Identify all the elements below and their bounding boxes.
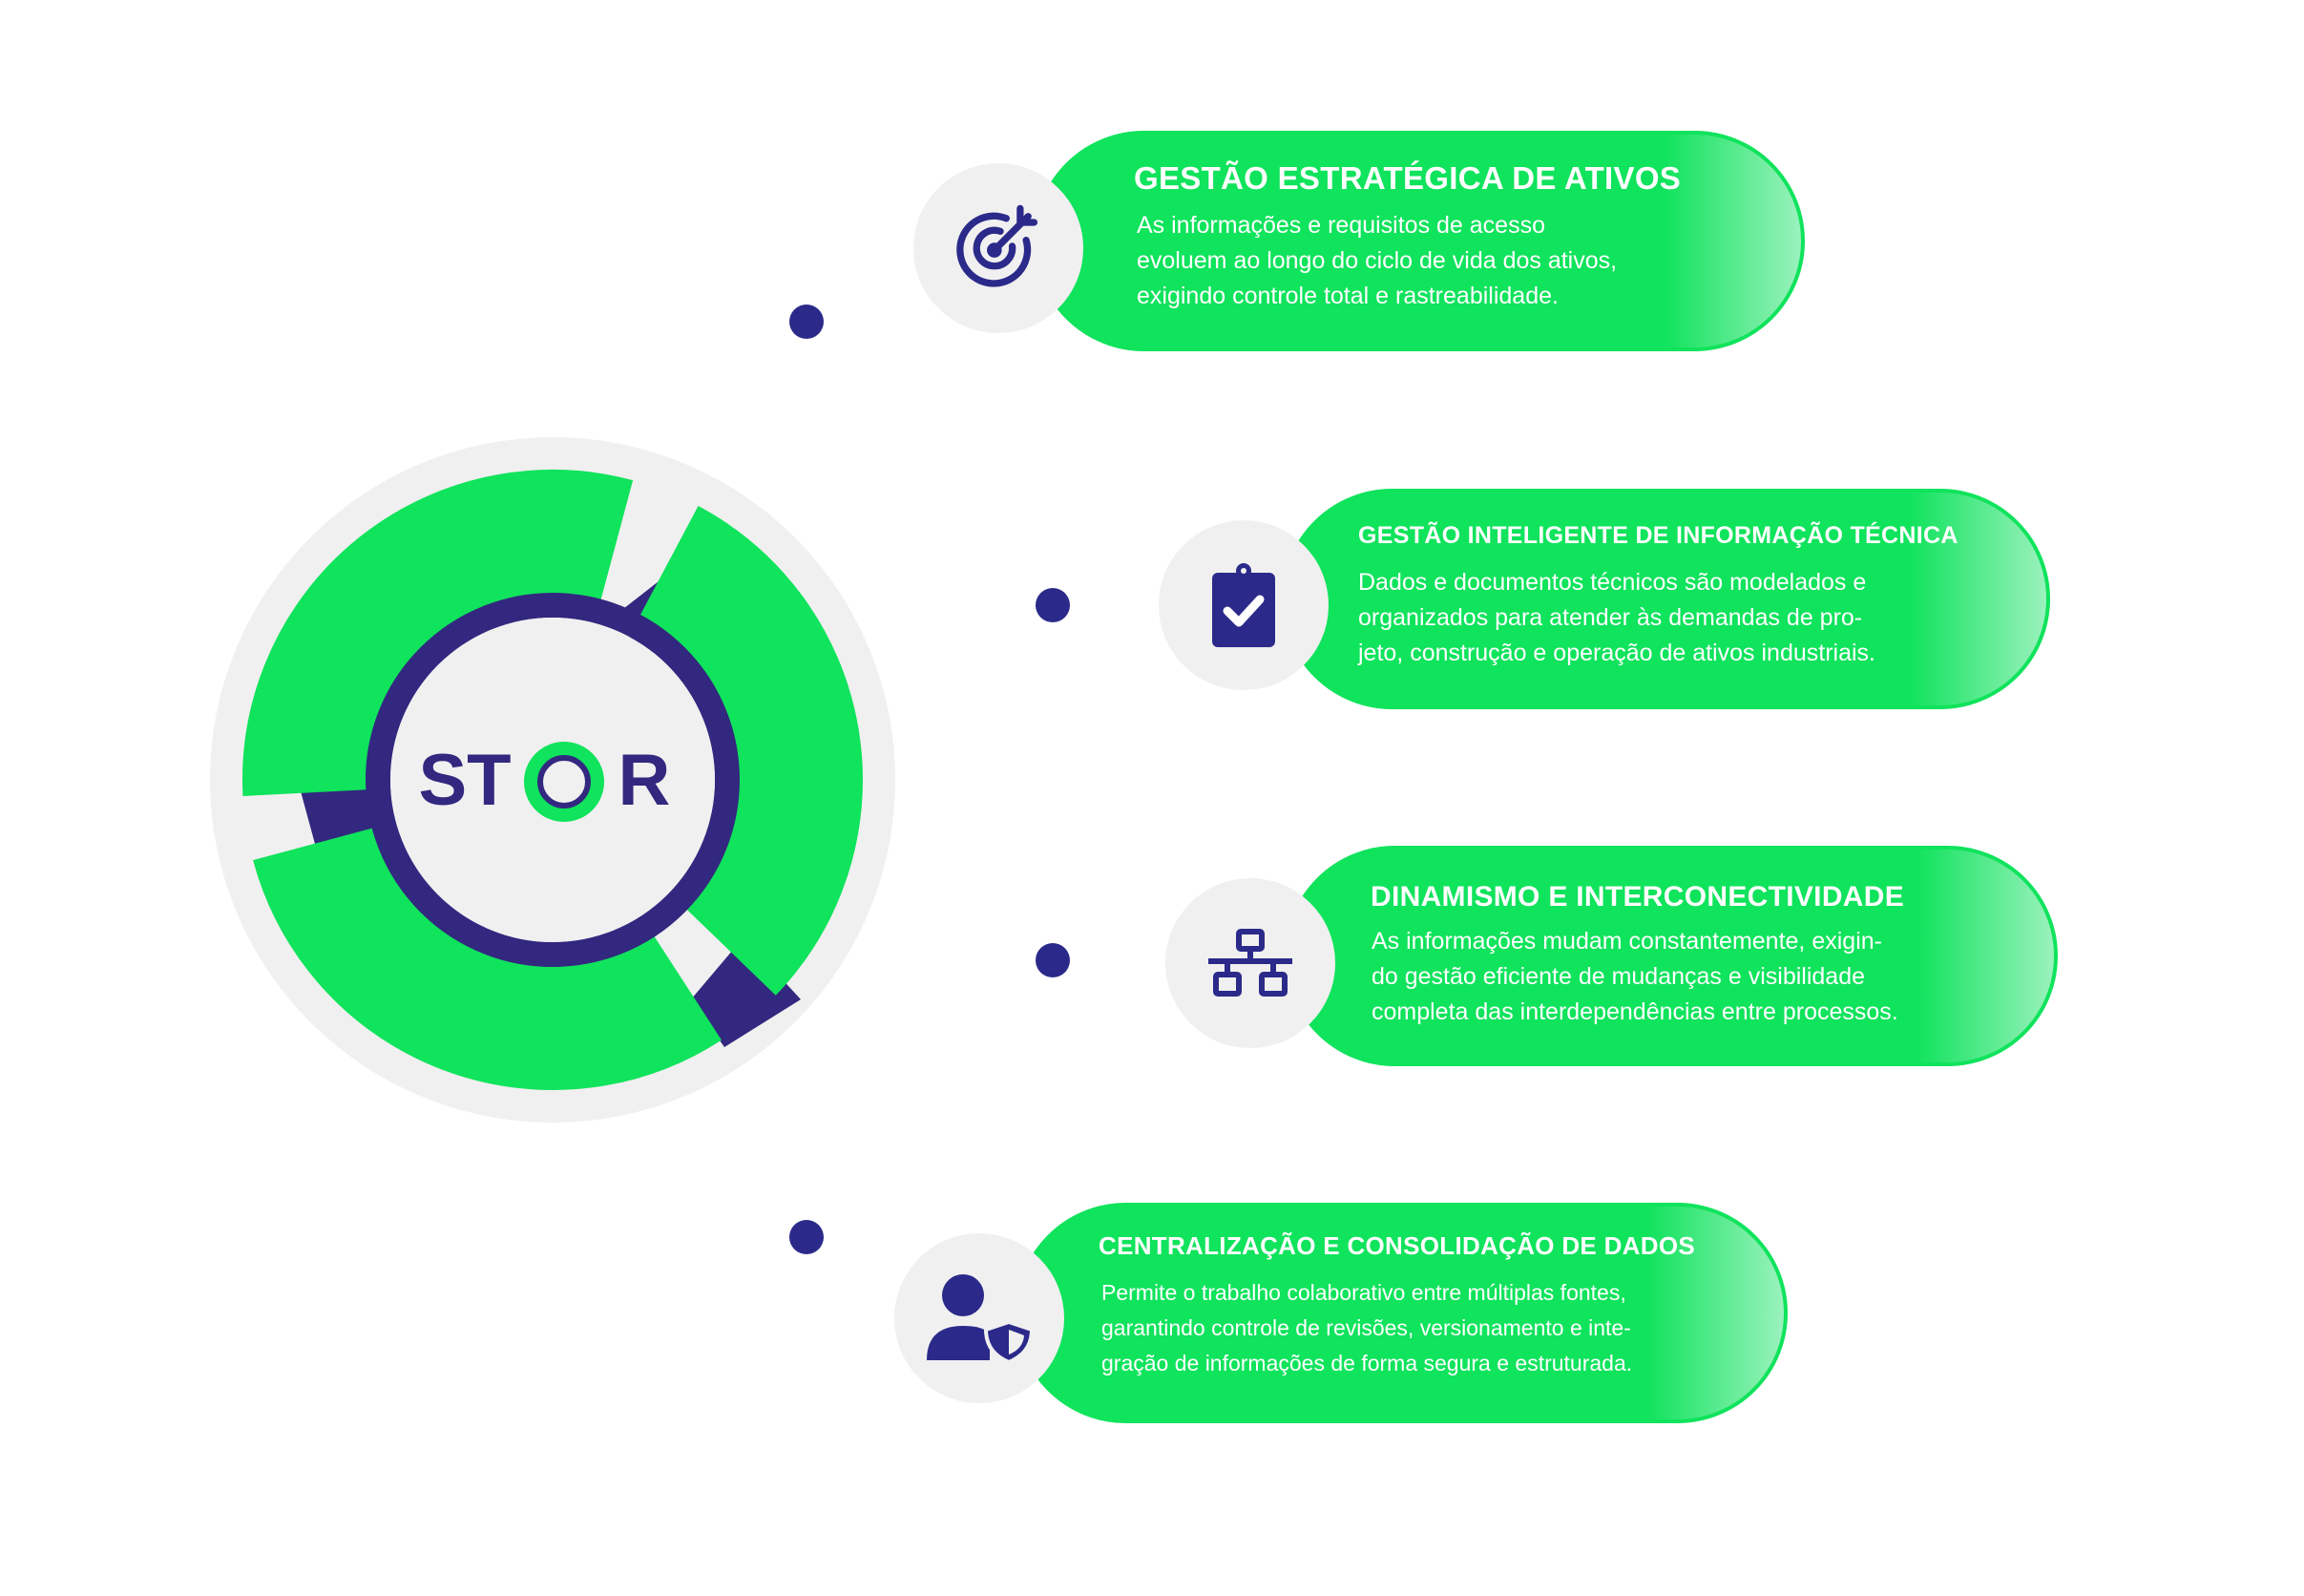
- card-4-line: garantindo controle de revisões, version…: [1101, 1315, 1631, 1340]
- card-1-line: As informações e requisitos de acesso: [1137, 212, 1545, 239]
- card-4-line: Permite o trabalho colaborativo entre mú…: [1101, 1280, 1626, 1305]
- card-2-line: jeto, construção e operação de ativos in…: [1358, 640, 1875, 666]
- stor-logo: ST R: [210, 437, 895, 1123]
- icon-circle-2: [1159, 520, 1329, 690]
- svg-text:ST: ST: [418, 740, 511, 821]
- icon-circle-3: [1165, 878, 1335, 1048]
- card-4-title: CENTRALIZAÇÃO E CONSOLIDAÇÃO DE DADOS: [1099, 1231, 1695, 1260]
- user-shield-icon: [927, 1274, 1035, 1364]
- card-2-body: Dados e documentos técnicos são modelado…: [1358, 565, 1875, 671]
- card-1-body: As informações e requisitos de acesso ev…: [1137, 208, 1617, 314]
- card-4-body: Permite o trabalho colaborativo entre mú…: [1101, 1275, 1632, 1381]
- timeline-dot-1: [789, 304, 824, 339]
- timeline-dot-2: [1036, 588, 1070, 622]
- logo-arrow-segment: [242, 470, 634, 796]
- icon-circle-4: [894, 1233, 1064, 1403]
- clipboard-check-icon: [1212, 563, 1275, 647]
- card-3-line: completa das interdependências entre pro…: [1372, 998, 1898, 1025]
- card-2-title: GESTÃO INTELIGENTE DE INFORMAÇÃO TÉCNICA: [1358, 522, 1958, 549]
- card-strategic-asset-management: [1034, 131, 1805, 351]
- card-1-line: evoluem ao longo do ciclo de vida dos at…: [1137, 247, 1618, 274]
- icon-circle-1: [913, 163, 1083, 333]
- timeline-dot-3: [1036, 943, 1070, 977]
- card-1-title: GESTÃO ESTRATÉGICA DE ATIVOS: [1134, 160, 1682, 196]
- card-data-centralization: [1016, 1203, 1788, 1423]
- card-technical-information-management: [1282, 489, 2050, 709]
- card-dynamism-interconnectivity: [1285, 846, 2058, 1066]
- card-2-line: organizados para atender às demandas de …: [1358, 604, 1863, 631]
- card-3-line: As informações mudam constantemente, exi…: [1372, 928, 1882, 955]
- card-4-line: gração de informações de forma segura e …: [1101, 1351, 1633, 1376]
- svg-text:R: R: [618, 740, 671, 821]
- logo-arrow-segment: [639, 506, 863, 996]
- card-3-body: As informações mudam constantemente, exi…: [1372, 924, 1898, 1030]
- card-1-line: exigindo controle total e rastreabilidad…: [1137, 283, 1559, 309]
- logo-wordmark: ST R: [418, 740, 671, 822]
- card-3-line: do gestão eficiente de mudanças e visibi…: [1372, 963, 1866, 990]
- timeline-dot-4: [789, 1220, 824, 1254]
- card-2-line: Dados e documentos técnicos são modelado…: [1358, 569, 1867, 596]
- logo-arrow-segment: [253, 827, 722, 1090]
- card-3-title: DINAMISMO E INTERCONECTIVIDADE: [1371, 881, 1905, 913]
- network-icon: [1208, 929, 1292, 997]
- target-icon: [956, 204, 1038, 287]
